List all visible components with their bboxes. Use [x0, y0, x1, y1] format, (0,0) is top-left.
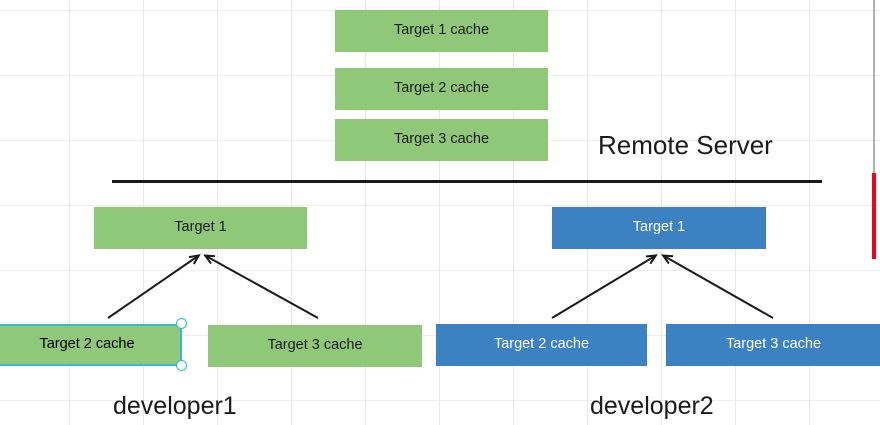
node-server-target-3-cache[interactable]: Target 3 cache: [335, 119, 548, 161]
node-dev2-target-1[interactable]: Target 1: [552, 207, 766, 249]
node-dev1-target-3-cache[interactable]: Target 3 cache: [208, 325, 422, 367]
node-label: Target 1 cache: [393, 22, 490, 39]
red-edge-marker: [872, 173, 876, 259]
developer1-label: developer1: [113, 392, 237, 420]
page-edge-line: [873, 0, 875, 175]
node-label: Target 3 cache: [393, 131, 490, 148]
remote-server-label: Remote Server: [598, 130, 773, 160]
node-label: Target 2 cache: [39, 336, 135, 353]
node-label: Target 2 cache: [493, 336, 590, 353]
node-dev2-target-3-cache[interactable]: Target 3 cache: [666, 324, 880, 366]
node-label: Target 1: [632, 219, 686, 236]
node-label: Target 3 cache: [725, 336, 822, 353]
node-label: Target 3 cache: [267, 337, 363, 354]
node-label: Target 1: [174, 219, 227, 236]
developer2-label: developer2: [590, 392, 714, 420]
server-divider-line: [112, 180, 822, 183]
resize-handle-bottom-right[interactable]: [176, 360, 187, 371]
node-server-target-1-cache[interactable]: Target 1 cache: [335, 10, 548, 52]
node-dev1-target-2-cache[interactable]: Target 2 cache: [0, 324, 182, 366]
node-dev1-target-1[interactable]: Target 1: [94, 207, 307, 249]
node-server-target-2-cache[interactable]: Target 2 cache: [335, 68, 548, 110]
resize-handle-top-right[interactable]: [176, 318, 187, 329]
node-label: Target 2 cache: [393, 80, 490, 97]
node-dev2-target-2-cache[interactable]: Target 2 cache: [436, 324, 647, 366]
